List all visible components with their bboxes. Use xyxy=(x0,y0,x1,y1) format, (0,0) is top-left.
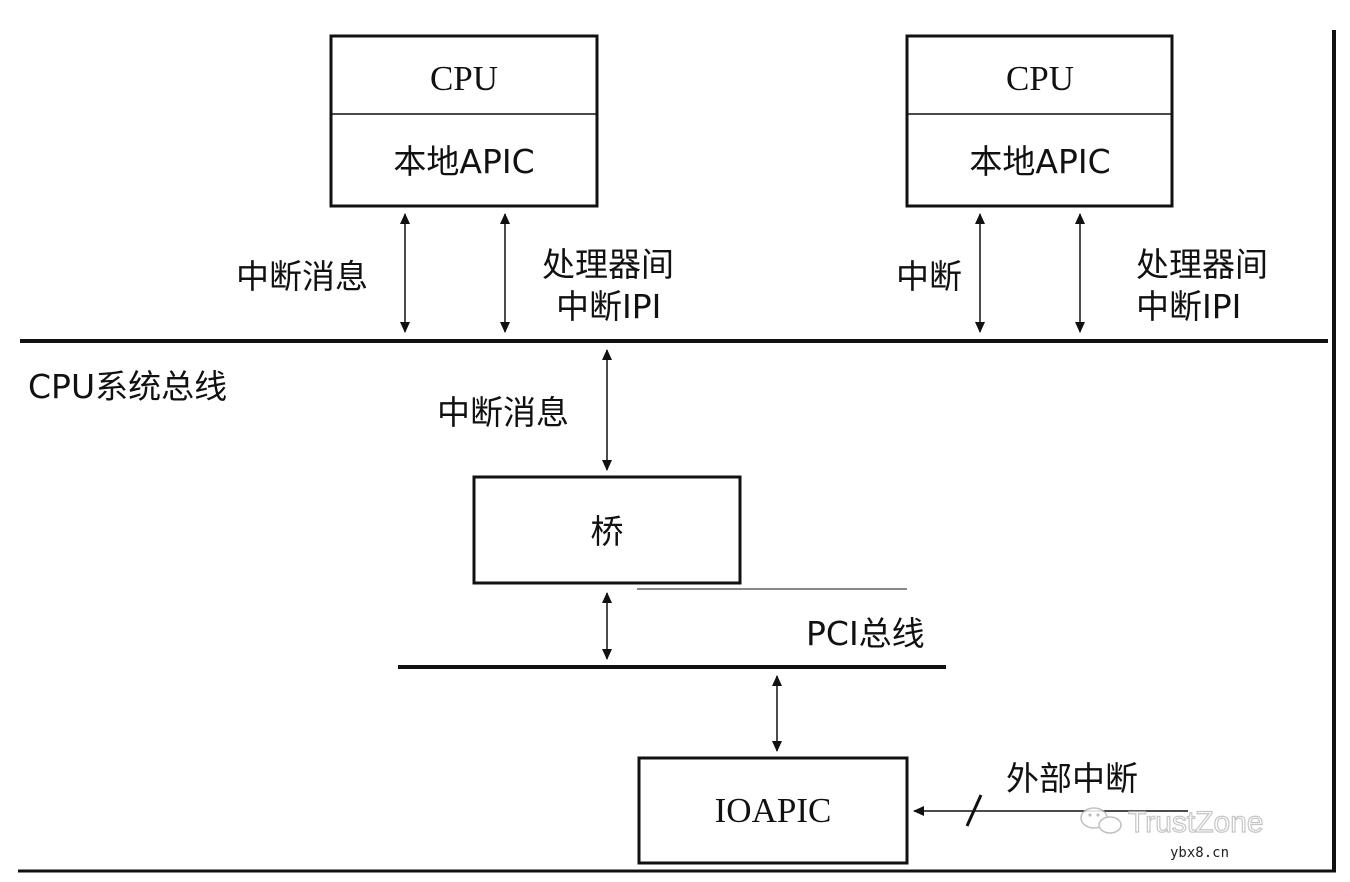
cpu-left-apic-label: 本地APIC xyxy=(393,142,534,181)
wechat-icon xyxy=(1080,807,1122,834)
bridge-label: 桥 xyxy=(591,512,624,551)
ioapic-block: IOAPIC xyxy=(637,756,909,865)
right-ipi-label-line2: 中断IPI xyxy=(1136,287,1241,326)
bridge-box xyxy=(472,475,742,585)
bridge-interrupt-message-label: 中断消息 xyxy=(437,393,569,432)
cpu-left-box xyxy=(329,34,599,208)
left-interrupt-message-label: 中断消息 xyxy=(236,257,368,296)
cpu-left-title: CPU xyxy=(430,59,498,98)
ioapic-label: IOAPIC xyxy=(715,791,832,830)
cpu-right-box xyxy=(905,34,1174,208)
external-interrupt-label: 外部中断 xyxy=(1006,759,1138,798)
watermark: TrustZone xyxy=(1080,805,1264,840)
cpu-right-title: CPU xyxy=(1006,59,1074,98)
pci-bus-label: PCI总线 xyxy=(806,614,925,653)
site-badge-text: ybx8.cn xyxy=(1170,845,1229,861)
cpu-system-bus-label: CPU系统总线 xyxy=(28,367,227,406)
cpu-right-apic-label: 本地APIC xyxy=(969,142,1110,181)
left-ipi-label-line2: 中断IPI xyxy=(556,287,661,326)
right-interrupt-label: 中断 xyxy=(896,257,962,296)
cpu-right-block: CPU 本地APIC xyxy=(905,34,1174,208)
right-ipi-label-line1: 处理器间 xyxy=(1136,245,1268,284)
bridge-block: 桥 xyxy=(472,475,742,585)
external-interrupt-bus-slash xyxy=(965,794,983,827)
watermark-text: TrustZone xyxy=(1128,806,1264,839)
site-badge-bg xyxy=(1150,840,1240,864)
cpu-left-block: CPU 本地APIC xyxy=(329,34,599,208)
ioapic-box xyxy=(637,756,909,865)
left-ipi-label-line1: 处理器间 xyxy=(542,245,674,284)
